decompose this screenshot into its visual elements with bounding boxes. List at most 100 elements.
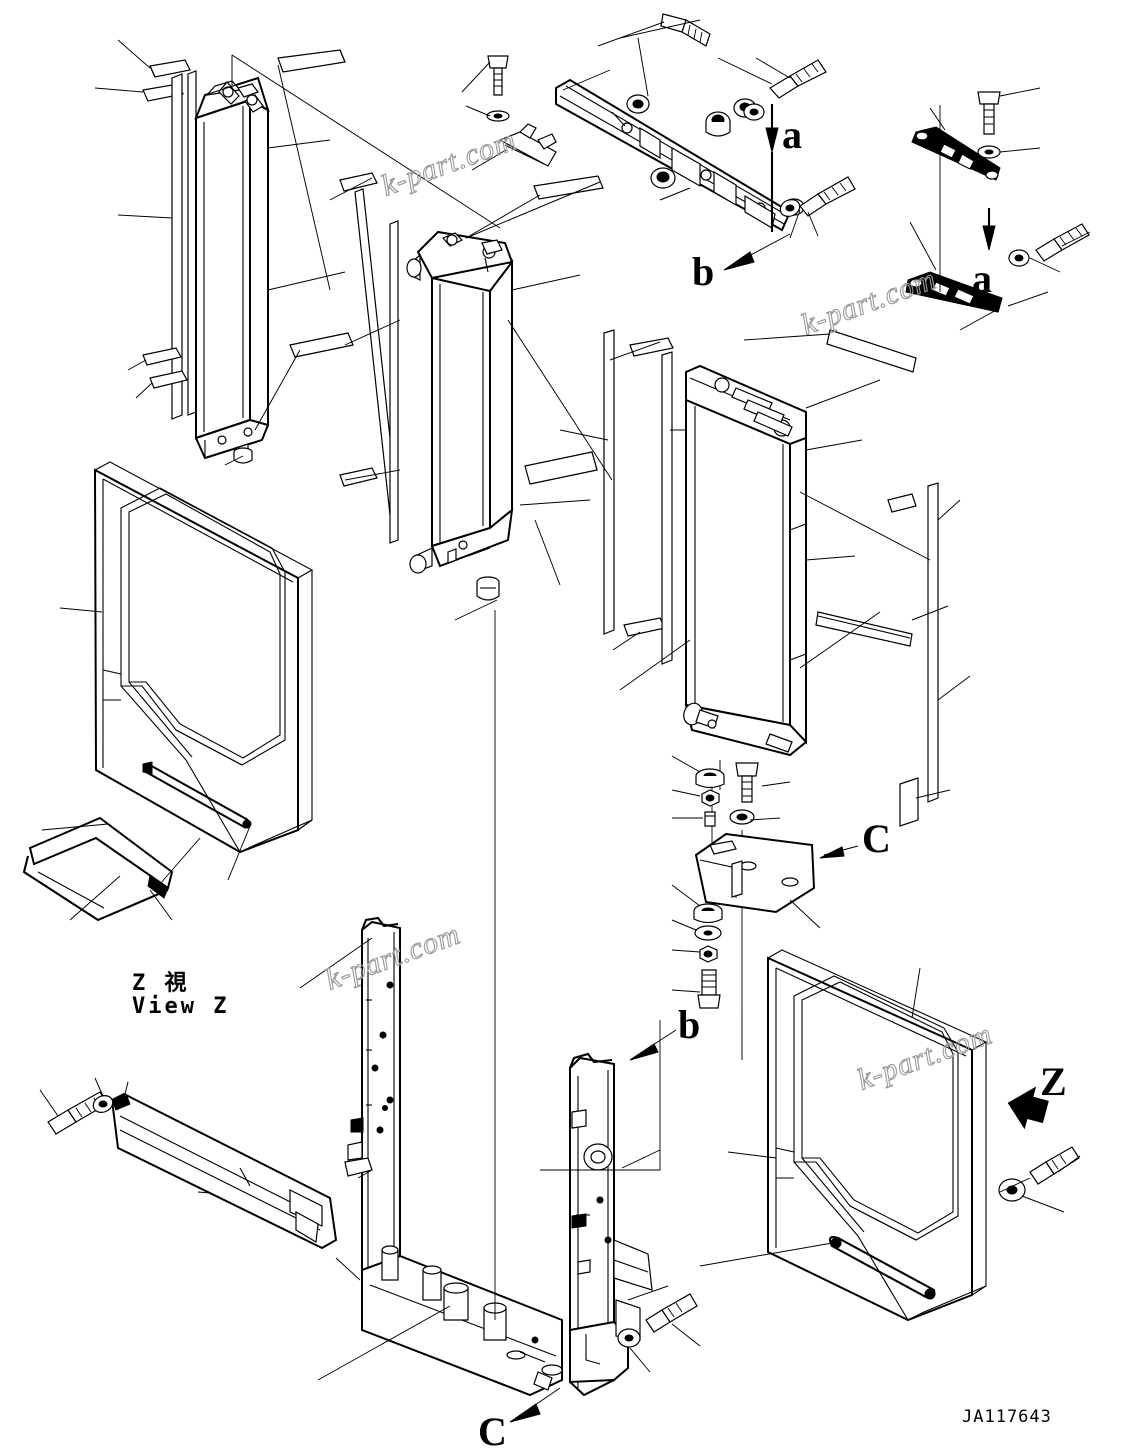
callout-z-view-direction: Z	[1007, 1059, 1067, 1130]
leader-lines-top	[461, 19, 819, 239]
bolt-top-1	[487, 55, 509, 96]
callout-a-right-label: a	[972, 256, 992, 301]
leader-lines-left-guard	[59, 607, 251, 881]
washer-bracket-2	[729, 809, 755, 825]
view-z-label-english: View Z	[132, 994, 229, 1019]
drain-plug-left	[233, 447, 253, 464]
drawing-number: JA117643	[962, 1407, 1052, 1427]
seal-strip-left-lower-2	[149, 370, 188, 389]
leader-lines-trim	[41, 823, 201, 921]
callout-c-middle: C	[819, 816, 891, 861]
seal-bar-mid-2	[289, 332, 354, 358]
washer-bracket-1	[695, 768, 725, 789]
washer-guard-right	[998, 1178, 1026, 1202]
washer-bracket-4	[694, 925, 722, 941]
bolt-bottom-center	[645, 1293, 698, 1333]
hardware-bottom-center	[617, 1293, 701, 1373]
frame-left-upright	[344, 916, 401, 1284]
leader-lines-bracket	[671, 755, 821, 1060]
left-cooler-core-assembly	[142, 49, 399, 544]
center-lower-tank	[409, 507, 514, 574]
washer-right-2	[1008, 249, 1030, 267]
center-core-face	[431, 276, 491, 548]
long-rail-left-2	[389, 220, 399, 544]
nut-bracket-1	[701, 789, 720, 807]
center-core-side	[489, 259, 513, 531]
washer-right-1	[977, 145, 1001, 159]
clamp-strap-upper	[911, 126, 1001, 181]
small-clip-bracket	[498, 123, 557, 167]
right-lower-tank	[683, 702, 808, 757]
leader-lines-left	[94, 39, 501, 481]
radiator-frame-assembly	[344, 610, 661, 1397]
left-guard-handle	[142, 761, 252, 829]
washer-top-5	[626, 94, 650, 114]
right-seal-bar-1	[815, 611, 913, 647]
right-core-side	[789, 436, 807, 745]
center-upper-tank	[406, 230, 514, 281]
upper-mount-rail-assembly	[498, 78, 805, 232]
right-radiator-assembly	[683, 329, 939, 827]
frame-base-member	[361, 1245, 563, 1397]
washer-bottom-center	[617, 1328, 641, 1348]
bolt-bracket-1	[735, 762, 759, 803]
washer-top-6	[743, 103, 765, 121]
center-long-rail-1	[603, 329, 615, 635]
bolt-guard-right	[1029, 1146, 1080, 1185]
left-lower-trim	[22, 816, 174, 922]
seal-bar-mid-1	[339, 172, 378, 192]
callout-a-top-middle: a	[765, 104, 802, 232]
leader-lines-right	[619, 333, 971, 799]
callout-b-label: b	[692, 249, 714, 294]
mount-bracket-body	[694, 832, 816, 914]
right-guard-seal	[828, 1235, 936, 1300]
washer-frame-rail	[92, 1095, 114, 1113]
view-z-label-japanese: Z 視	[132, 971, 190, 996]
rubber-mount-1	[705, 111, 731, 137]
drain-plug-center	[476, 576, 500, 601]
right-seal-bar-4	[899, 777, 919, 827]
vertical-rail-2	[187, 70, 197, 416]
left-guard-panel	[93, 461, 314, 854]
seal-bar-lower	[339, 467, 378, 487]
frame-right-upright	[569, 1052, 641, 1397]
leader-lines-right-top	[909, 87, 1091, 331]
callout-c-bottom-label: C	[478, 1409, 507, 1454]
left-guard-face	[93, 468, 299, 854]
bolt-right-2	[1035, 223, 1090, 262]
center-long-rail-2	[661, 351, 673, 665]
left-frame-rail-assembly	[47, 1091, 338, 1250]
base-plug-1	[381, 1245, 399, 1281]
callout-a-top-right: a	[972, 208, 996, 301]
right-core-face	[685, 398, 791, 727]
washer-top-1	[486, 110, 510, 122]
washer-bracket-3	[693, 903, 723, 924]
bolt-bracket-2	[697, 969, 721, 1009]
bolt-top-3	[769, 59, 827, 99]
base-plug-2	[422, 1265, 442, 1301]
bolt-right-1	[977, 91, 1001, 135]
leader-lines-center	[454, 181, 700, 651]
callout-z-label: Z	[1040, 1059, 1067, 1104]
right-seal-bar-3	[826, 329, 917, 373]
right-guard-panel	[767, 949, 1080, 1322]
left-guard-opening	[120, 487, 286, 766]
upper-right-bracket-assembly: a	[905, 91, 1090, 313]
right-seal-bar-2	[887, 493, 917, 513]
rubber-mount-3	[650, 167, 676, 189]
view-z-label: Z 視 View Z	[132, 971, 229, 1019]
frame-right-foot-flange	[613, 1239, 653, 1291]
callout-a-label: a	[782, 112, 802, 157]
leader-lines-right-guard	[699, 967, 1081, 1267]
bolt-top-4	[799, 176, 856, 217]
right-guard-face	[767, 956, 973, 1322]
seal-strip-left-lower-1	[142, 347, 182, 366]
callout-c-bottom: C	[478, 1387, 561, 1454]
callout-b-top: b	[692, 233, 791, 294]
vertical-rail-1	[171, 73, 183, 420]
right-long-rail	[927, 482, 939, 803]
clamp-strap-lower	[905, 271, 1003, 313]
callout-b-bottom-label: b	[678, 1002, 700, 1047]
